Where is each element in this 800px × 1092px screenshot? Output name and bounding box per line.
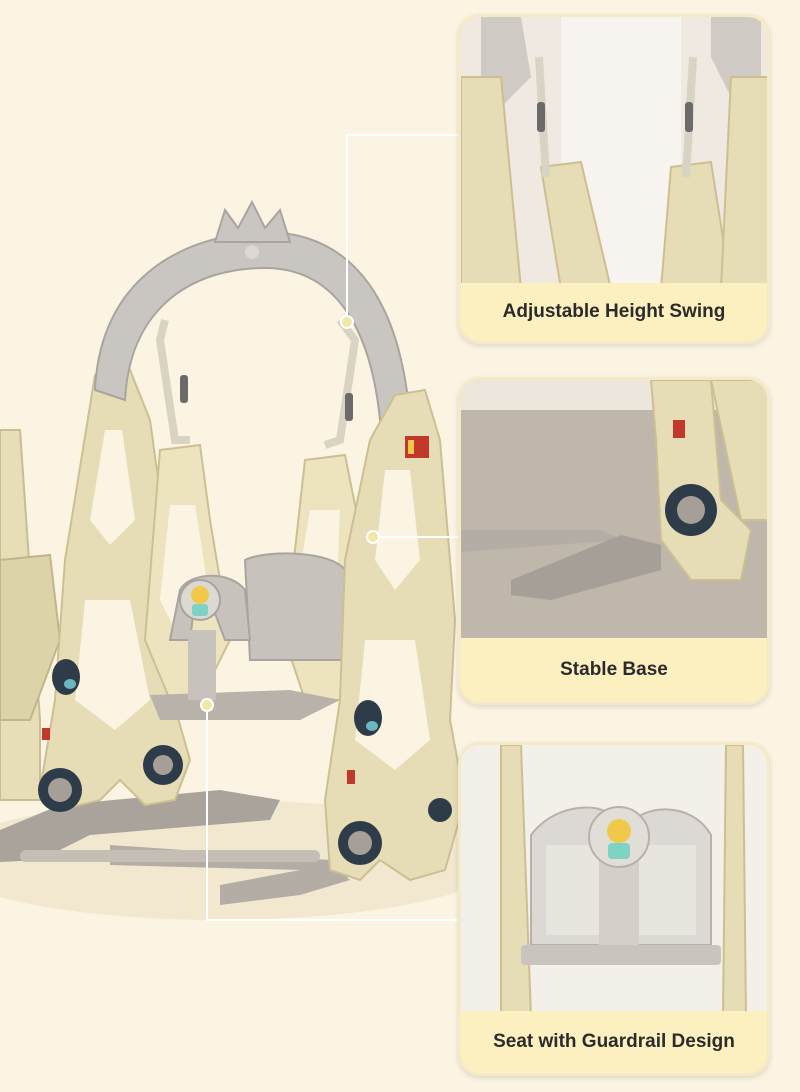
callout-lines (206, 134, 460, 921)
detail-card-swing: Adjustable Height Swing (458, 14, 770, 344)
detail-card-seat: Seat with Guardrail Design (458, 742, 770, 1076)
callout-label-seat: Seat with Guardrail Design (461, 1011, 767, 1073)
slide-structure (0, 429, 62, 801)
right-frame (323, 388, 467, 882)
callout-label-swing: Adjustable Height Swing (461, 283, 767, 341)
seat-closeup-photo (461, 745, 767, 1017)
swing-closeup-photo (461, 17, 767, 289)
base-closeup-photo (461, 380, 767, 644)
detail-card-base: Stable Base (458, 377, 770, 705)
callout-dots (200, 315, 380, 712)
swing-ropes (155, 317, 360, 449)
callout-label-base: Stable Base (461, 638, 767, 702)
